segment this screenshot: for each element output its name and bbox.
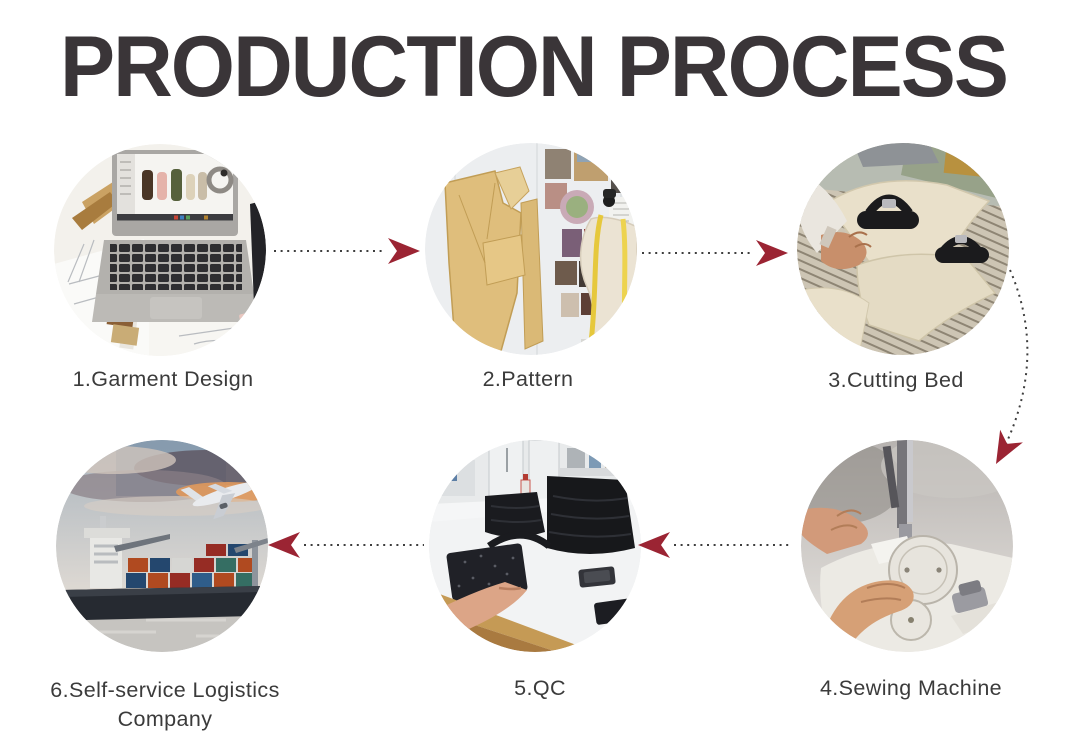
paper-patterns-dress-form-photo (425, 143, 637, 355)
fabric-cutting-table-photo (797, 143, 1009, 355)
step-label-logistics: 6.Self-service Logistics Company (50, 678, 280, 732)
laptop-fashion-design-photo (54, 144, 266, 356)
step-photo-garment-design (54, 144, 266, 356)
step-photo-logistics (56, 440, 268, 652)
flow-arrow-1-to-2-icon (274, 238, 420, 264)
quality-check-workshop-photo (429, 440, 641, 652)
flow-arrow-4-to-5-icon (638, 532, 790, 558)
step-photo-qc (429, 440, 641, 652)
flow-arrow-2-to-3-icon (642, 240, 788, 266)
step-label-qc: 5.QC (514, 676, 566, 700)
step-label-cutting-bed: 3.Cutting Bed (828, 368, 964, 392)
step-label-pattern: 2.Pattern (482, 367, 574, 391)
poster-title: PRODUCTION PROCESS (59, 19, 1009, 115)
flow-arrow-3-to-4-icon (996, 269, 1029, 464)
step-photo-sewing-machine (801, 440, 1013, 652)
step-photo-pattern (425, 143, 637, 355)
sewing-machine-closeup-photo (801, 440, 1013, 652)
flow-arrow-5-to-6-icon (268, 532, 424, 558)
step-label-garment-design: 1.Garment Design (72, 367, 254, 391)
step-label-sewing-machine: 4.Sewing Machine (819, 676, 1003, 700)
container-ship-airplane-photo (56, 440, 268, 652)
step-photo-cutting-bed (797, 143, 1009, 355)
